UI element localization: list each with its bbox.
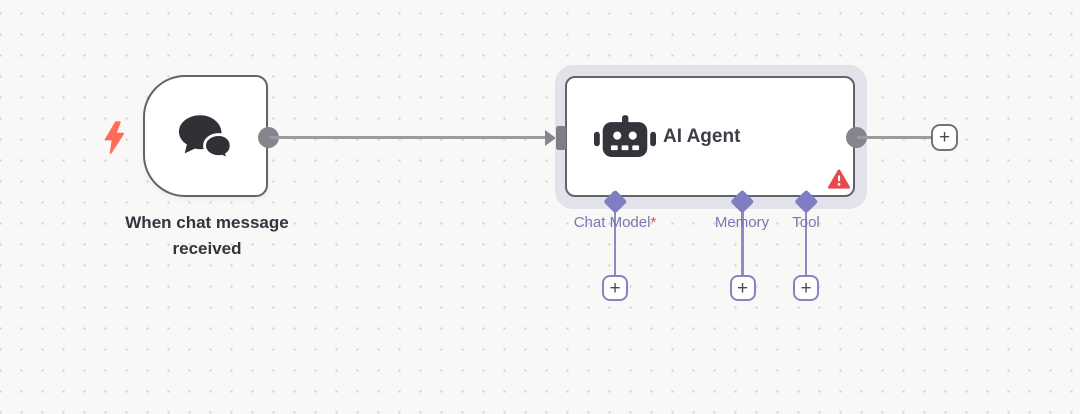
add-chat-model-button[interactable]: +	[602, 275, 628, 301]
robot-icon	[594, 115, 656, 157]
chat-trigger-node[interactable]	[143, 75, 268, 197]
tool-stem	[804, 208, 808, 275]
memory-label: Memory	[714, 214, 770, 231]
chat-model-stem	[613, 208, 617, 275]
trigger-output-handle[interactable]	[258, 127, 279, 148]
add-tool-button[interactable]: +	[793, 275, 819, 301]
tool-label: Tool	[792, 214, 820, 231]
connection-trigger-to-agent[interactable]	[269, 136, 546, 139]
chat-bubbles-icon	[178, 114, 233, 160]
warning-triangle-icon[interactable]	[828, 169, 850, 190]
lightning-bolt-icon	[104, 121, 125, 154]
trigger-node-label: When chat message received	[125, 213, 289, 258]
agent-input-handle[interactable]	[556, 125, 566, 150]
connection-arrowhead	[545, 129, 556, 146]
required-asterisk: *	[650, 214, 657, 231]
add-node-button[interactable]: +	[931, 124, 958, 151]
memory-stem	[741, 208, 744, 275]
connection-agent-to-add[interactable]	[857, 136, 932, 139]
add-memory-button[interactable]: +	[729, 275, 756, 301]
chat-model-label: Chat Model*	[573, 214, 657, 231]
agent-node-label: AI Agent	[663, 126, 741, 147]
agent-output-handle[interactable]	[846, 127, 867, 148]
